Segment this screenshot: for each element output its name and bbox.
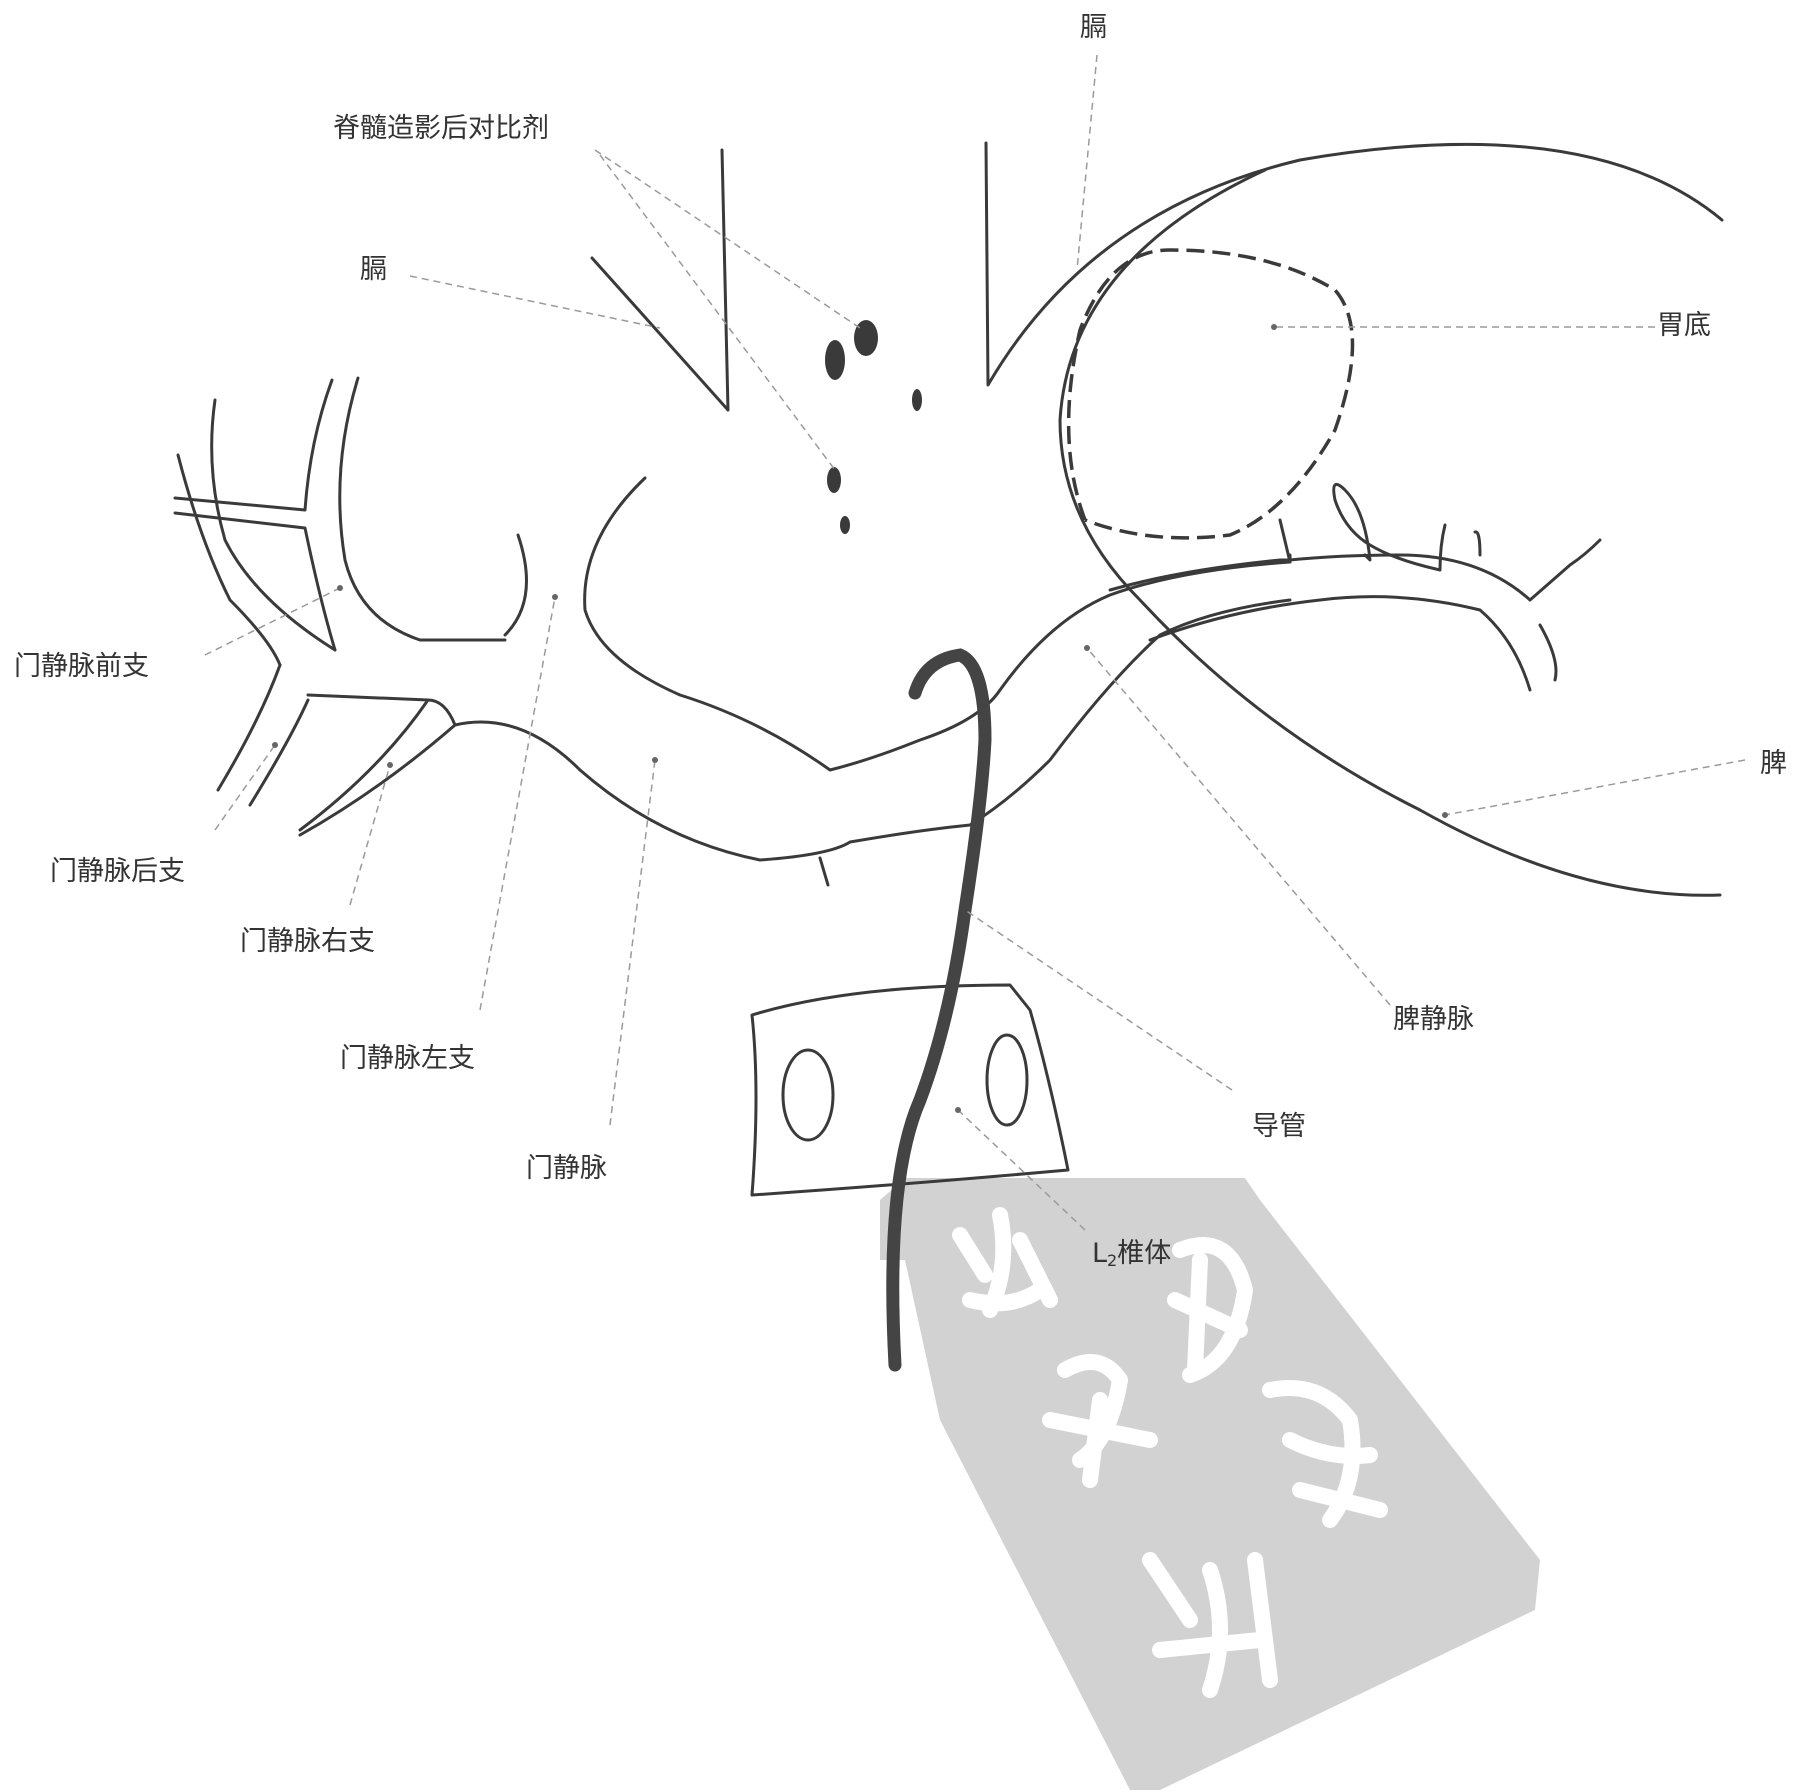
portal-branch-anterior-2 xyxy=(173,511,337,652)
diaphragm-left-outline xyxy=(590,148,730,412)
leader-lines xyxy=(204,54,1746,1231)
portal-branch-right-join xyxy=(426,698,457,727)
contrast-agent-blobs xyxy=(825,320,922,534)
label-splenic-vein: 脾静脉 xyxy=(1393,1004,1474,1035)
seal-stamp-watermark xyxy=(880,1178,1540,1790)
portal-vein-stub xyxy=(818,856,830,887)
l2-letter: L xyxy=(1092,1238,1108,1269)
portal-branch-right-lower xyxy=(298,693,430,832)
spleen-outline xyxy=(1058,168,1722,897)
label-diaphragm-top: 膈 xyxy=(1080,12,1107,43)
splenic-vein-upper-edge xyxy=(1108,538,1602,602)
portal-branch-posterior-3 xyxy=(248,698,310,807)
label-portal-vein: 门静脉 xyxy=(526,1153,607,1184)
label-portal-anterior-branch: 门静脉前支 xyxy=(14,651,149,682)
l2-subscript: 2 xyxy=(1107,1251,1118,1270)
l2-vertebra-text: 椎体 xyxy=(1117,1238,1172,1269)
portal-branch-posterior-2 xyxy=(216,663,282,792)
l2-pedicle-left xyxy=(781,1048,835,1142)
label-spleen: 脾 xyxy=(1760,748,1787,779)
gastric-fundus-outline xyxy=(1066,248,1355,540)
portal-vein-lower-edge xyxy=(298,598,1292,862)
label-portal-left-branch: 门静脉左支 xyxy=(340,1043,475,1074)
leader-dots xyxy=(272,324,1448,1113)
label-l2-vertebra: L2椎体 xyxy=(1092,1240,1171,1269)
splenic-vein-lower-edge xyxy=(1148,595,1532,692)
label-portal-posterior-branch: 门静脉后支 xyxy=(50,856,185,887)
splenic-vein-branch-2 xyxy=(1332,482,1447,572)
portal-branch-posterior-1 xyxy=(176,453,282,667)
portal-branch-anterior-1 xyxy=(173,378,334,512)
splenic-vein-branch-3 xyxy=(1473,530,1482,557)
catheter xyxy=(886,648,992,1372)
diaphragm-right-outline xyxy=(984,141,1724,387)
portal-vein-upper-edge xyxy=(583,476,1292,772)
label-catheter: 导管 xyxy=(1252,1111,1306,1142)
label-gastric-fundus: 胃底 xyxy=(1657,310,1711,341)
l2-vertebral-body xyxy=(750,983,1070,1197)
portal-left-branch-outline xyxy=(503,533,528,637)
label-myelography-contrast: 脊髓造影后对比剂 xyxy=(333,113,549,144)
label-diaphragm-left: 膈 xyxy=(360,254,387,285)
l2-pedicle-right xyxy=(985,1033,1029,1127)
label-portal-right-branch: 门静脉右支 xyxy=(240,926,375,957)
splenic-vein-branch-1 xyxy=(1278,518,1292,564)
splenic-vein-branch-4 xyxy=(1538,623,1558,682)
portal-branch-anterior-3 xyxy=(210,398,337,652)
portal-right-branch-upper xyxy=(338,376,507,642)
